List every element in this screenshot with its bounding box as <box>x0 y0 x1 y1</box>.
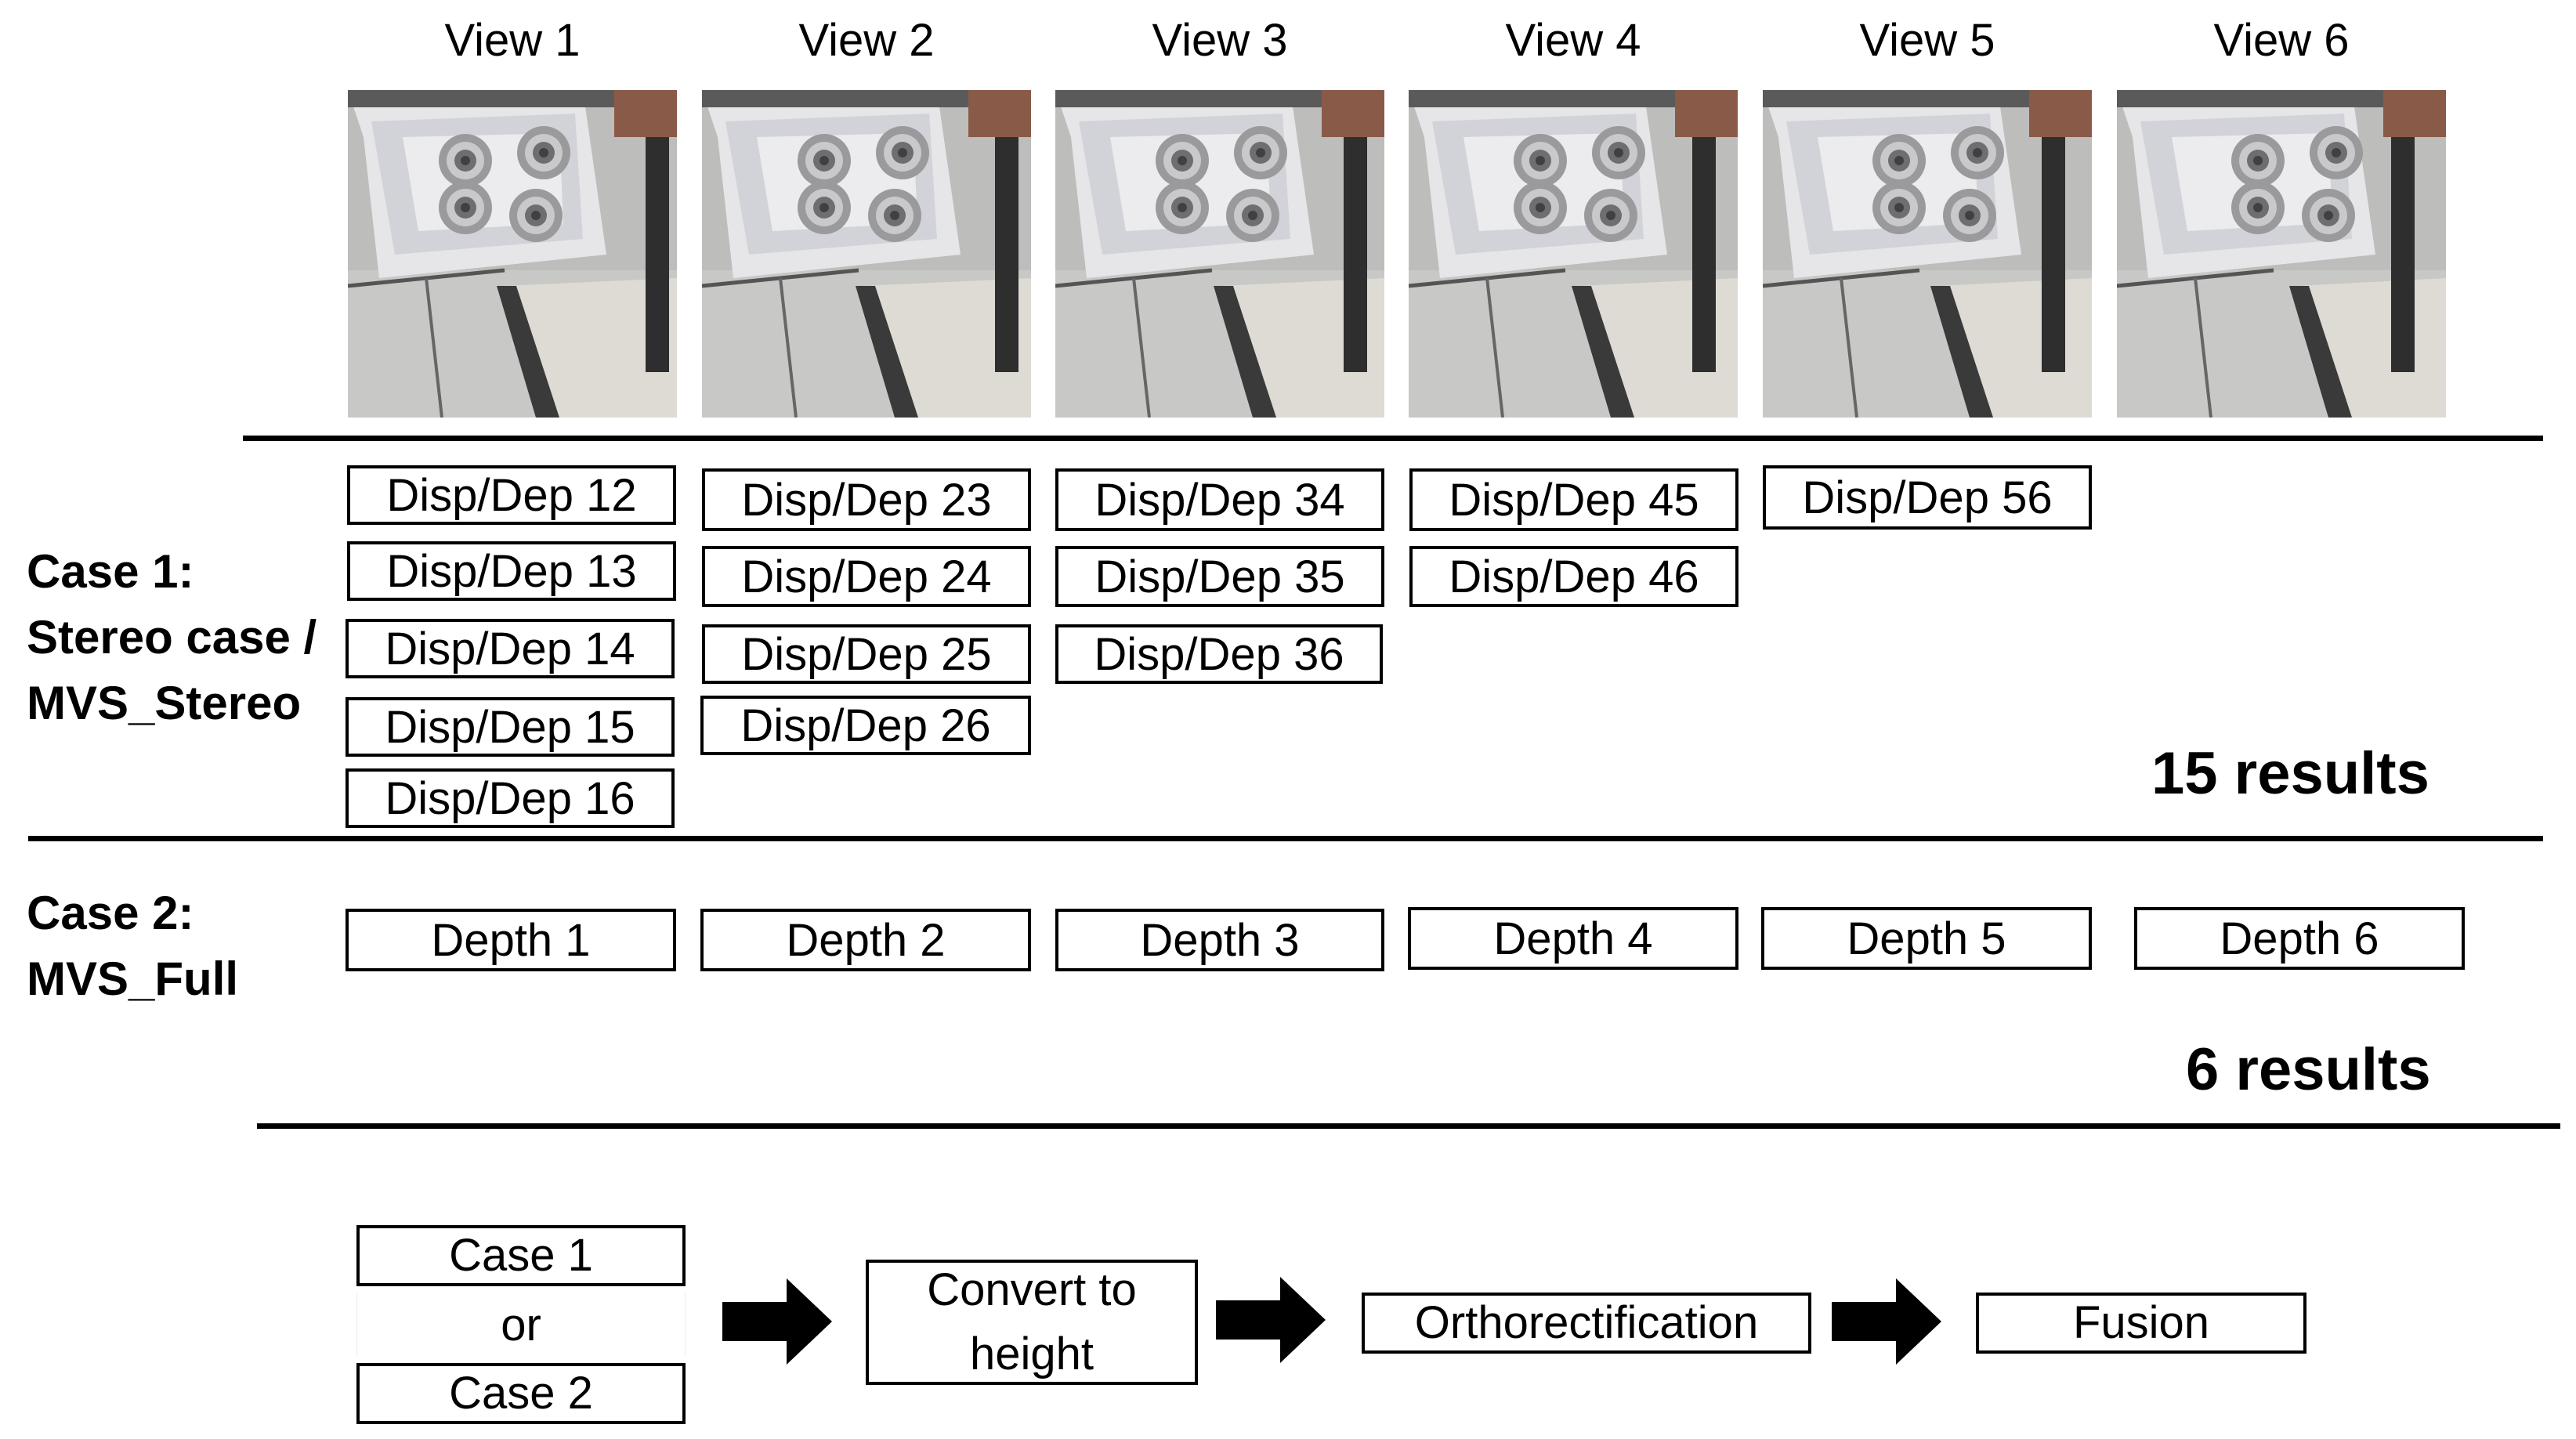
disp-dep-box: Disp/Dep 35 <box>1055 546 1384 607</box>
arrow-right-icon <box>1216 1277 1326 1363</box>
disp-dep-box: Disp/Dep 26 <box>700 696 1031 755</box>
case1-title-line1: Case 1: <box>27 545 194 598</box>
convert-to-height-label: Convert to height <box>927 1264 1137 1379</box>
disp-dep-box: Disp/Dep 23 <box>702 468 1031 531</box>
case2-title-line1: Case 2: <box>27 887 194 939</box>
separator-top <box>243 436 2543 441</box>
depth-box-4: Depth 4 <box>1408 907 1738 970</box>
view-label-1: View 1 <box>444 15 581 66</box>
disp-dep-box: Disp/Dep 14 <box>346 619 675 678</box>
case2-title-line2: MVS_Full <box>27 953 239 1005</box>
view-label-3: View 3 <box>1152 15 1288 66</box>
disp-dep-box: Disp/Dep 36 <box>1055 624 1383 684</box>
case1-results: 15 results <box>2151 740 2429 807</box>
disp-dep-box: Disp/Dep 15 <box>346 697 675 757</box>
convert-to-height-box: Convert to height <box>866 1260 1198 1385</box>
view-label-6: View 6 <box>2213 15 2350 66</box>
view-image-6 <box>2117 90 2446 418</box>
orthorectification-box: Orthorectification <box>1362 1293 1811 1354</box>
depth-box-3: Depth 3 <box>1055 909 1384 971</box>
disp-dep-box: Disp/Dep 34 <box>1055 468 1384 531</box>
view-image-1 <box>348 90 677 418</box>
view-label-5: View 5 <box>1859 15 1995 66</box>
separator-case1-case2 <box>28 836 2543 841</box>
separator-case2-pipeline <box>257 1123 2560 1129</box>
depth-box-5: Depth 5 <box>1761 907 2092 970</box>
disp-dep-box: Disp/Dep 56 <box>1763 465 2092 530</box>
view-image-2 <box>702 90 1031 418</box>
view-image-4 <box>1409 90 1738 418</box>
disp-dep-box: Disp/Dep 24 <box>702 546 1031 607</box>
input-case2-box: Case 2 <box>356 1363 686 1424</box>
input-case1-box: Case 1 <box>356 1225 686 1286</box>
disp-dep-box: Disp/Dep 13 <box>347 541 676 601</box>
case1-title: Case 1: Stereo case / MVS_Stereo <box>27 539 317 736</box>
depth-box-2: Depth 2 <box>700 909 1031 971</box>
view-label-2: View 2 <box>798 15 935 66</box>
view-image-3 <box>1055 90 1384 418</box>
case1-title-line3: MVS_Stereo <box>27 677 302 729</box>
arrow-right-icon <box>1832 1278 1941 1365</box>
case2-title: Case 2: MVS_Full <box>27 880 238 1012</box>
input-or-label: or <box>356 1293 686 1357</box>
case1-title-line2: Stereo case / <box>27 611 317 663</box>
disp-dep-box: Disp/Dep 46 <box>1409 546 1738 607</box>
view-image-5 <box>1763 90 2092 418</box>
depth-box-1: Depth 1 <box>346 909 676 971</box>
case2-results: 6 results <box>2186 1036 2431 1103</box>
disp-dep-box: Disp/Dep 12 <box>347 465 676 525</box>
arrow-right-icon <box>722 1278 832 1365</box>
disp-dep-box: Disp/Dep 16 <box>346 768 675 828</box>
disp-dep-box: Disp/Dep 45 <box>1409 468 1738 531</box>
view-label-4: View 4 <box>1505 15 1641 66</box>
disp-dep-box: Disp/Dep 25 <box>702 624 1031 684</box>
depth-box-6: Depth 6 <box>2134 907 2465 970</box>
fusion-box: Fusion <box>1976 1293 2306 1354</box>
